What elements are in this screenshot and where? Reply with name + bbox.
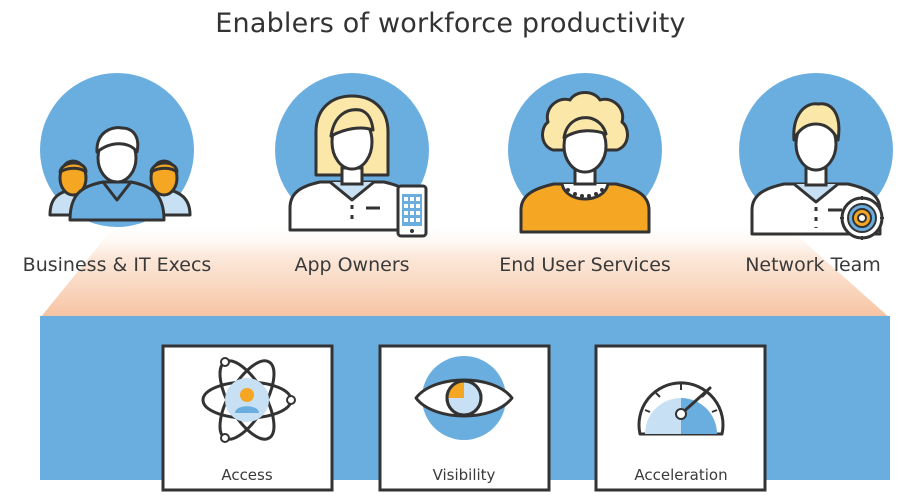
diagram-title: Enablers of workforce productivity [215, 8, 686, 39]
persona-label-business-it-execs: Business & IT Execs [22, 254, 212, 276]
capability-label-acceleration: Acceleration [634, 466, 728, 484]
capability-label-access: Access [221, 466, 273, 484]
capability-label-visibility: Visibility [432, 466, 496, 484]
eye-icon [414, 356, 514, 440]
atom-user-icon [201, 357, 296, 443]
glow-trapezoid [40, 222, 890, 318]
speedometer-icon [637, 381, 725, 436]
app-owner-icon [275, 73, 429, 238]
persona-label-end-user-services: End User Services [499, 254, 671, 276]
executive-team-icon [40, 73, 194, 227]
network-engineer-icon [739, 73, 893, 240]
persona-label-network-team: Network Team [745, 254, 881, 276]
persona-label-app-owners: App Owners [294, 254, 410, 276]
end-user-icon [508, 73, 662, 234]
